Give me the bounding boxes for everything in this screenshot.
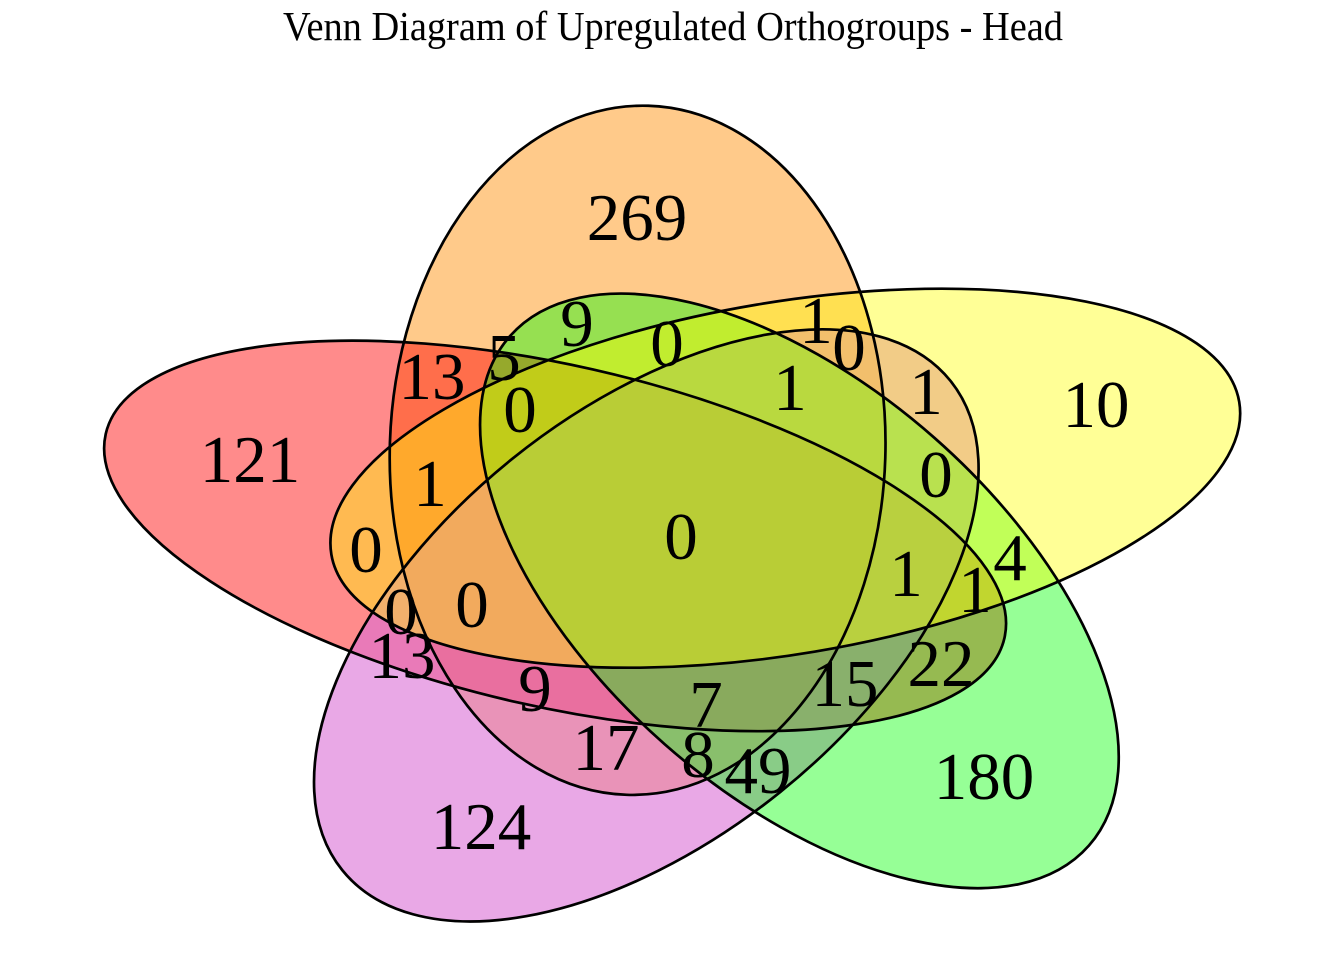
svg-text:0: 0	[664, 500, 698, 574]
svg-text:269: 269	[587, 181, 688, 255]
svg-text:5: 5	[487, 321, 521, 395]
svg-text:1: 1	[909, 355, 943, 429]
svg-text:1: 1	[958, 553, 992, 627]
svg-text:1: 1	[889, 537, 923, 611]
svg-text:124: 124	[431, 790, 532, 864]
svg-text:4: 4	[993, 521, 1027, 595]
svg-text:0: 0	[349, 513, 383, 587]
svg-text:1: 1	[799, 284, 833, 358]
svg-text:0: 0	[384, 575, 418, 649]
svg-text:13: 13	[369, 619, 436, 693]
svg-text:17: 17	[573, 711, 640, 785]
svg-text:180: 180	[934, 740, 1035, 814]
svg-text:0: 0	[650, 307, 684, 381]
svg-text:22: 22	[908, 627, 975, 701]
svg-text:1: 1	[773, 351, 807, 425]
svg-text:0: 0	[455, 568, 489, 642]
svg-text:0: 0	[919, 438, 953, 512]
svg-text:1: 1	[413, 447, 447, 521]
svg-text:9: 9	[560, 287, 594, 361]
svg-text:121: 121	[200, 423, 301, 497]
svg-text:0: 0	[503, 373, 537, 447]
svg-text:7: 7	[689, 668, 723, 742]
svg-text:15: 15	[812, 647, 879, 721]
svg-text:10: 10	[1063, 368, 1130, 442]
svg-text:9: 9	[518, 652, 552, 726]
svg-text:49: 49	[725, 734, 792, 808]
svg-text:13: 13	[399, 340, 466, 414]
svg-text:Venn Diagram of Upregulated Or: Venn Diagram of Upregulated Orthogroups …	[283, 3, 1063, 49]
svg-text:0: 0	[832, 311, 866, 385]
svg-text:8: 8	[681, 718, 715, 792]
